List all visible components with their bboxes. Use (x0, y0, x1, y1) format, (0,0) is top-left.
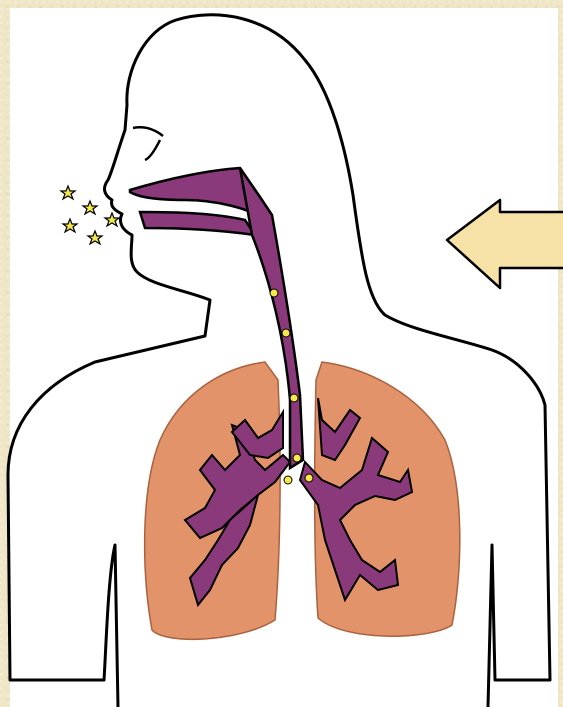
particle-star-icon (282, 329, 290, 337)
body-outline (8, 15, 550, 707)
particle-star-icon (105, 213, 119, 226)
particle-star-icon (63, 219, 77, 232)
particle-star-icon (88, 231, 102, 244)
particle-star-icon (290, 394, 298, 402)
particle-star-icon (305, 474, 313, 482)
particle-star-icon (293, 454, 301, 462)
arrow-left-icon (447, 200, 563, 288)
particle-star-icon (61, 186, 75, 199)
particle-star-icon (284, 476, 292, 484)
particle-star-icon (83, 201, 97, 214)
particle-star-icon (270, 289, 278, 297)
